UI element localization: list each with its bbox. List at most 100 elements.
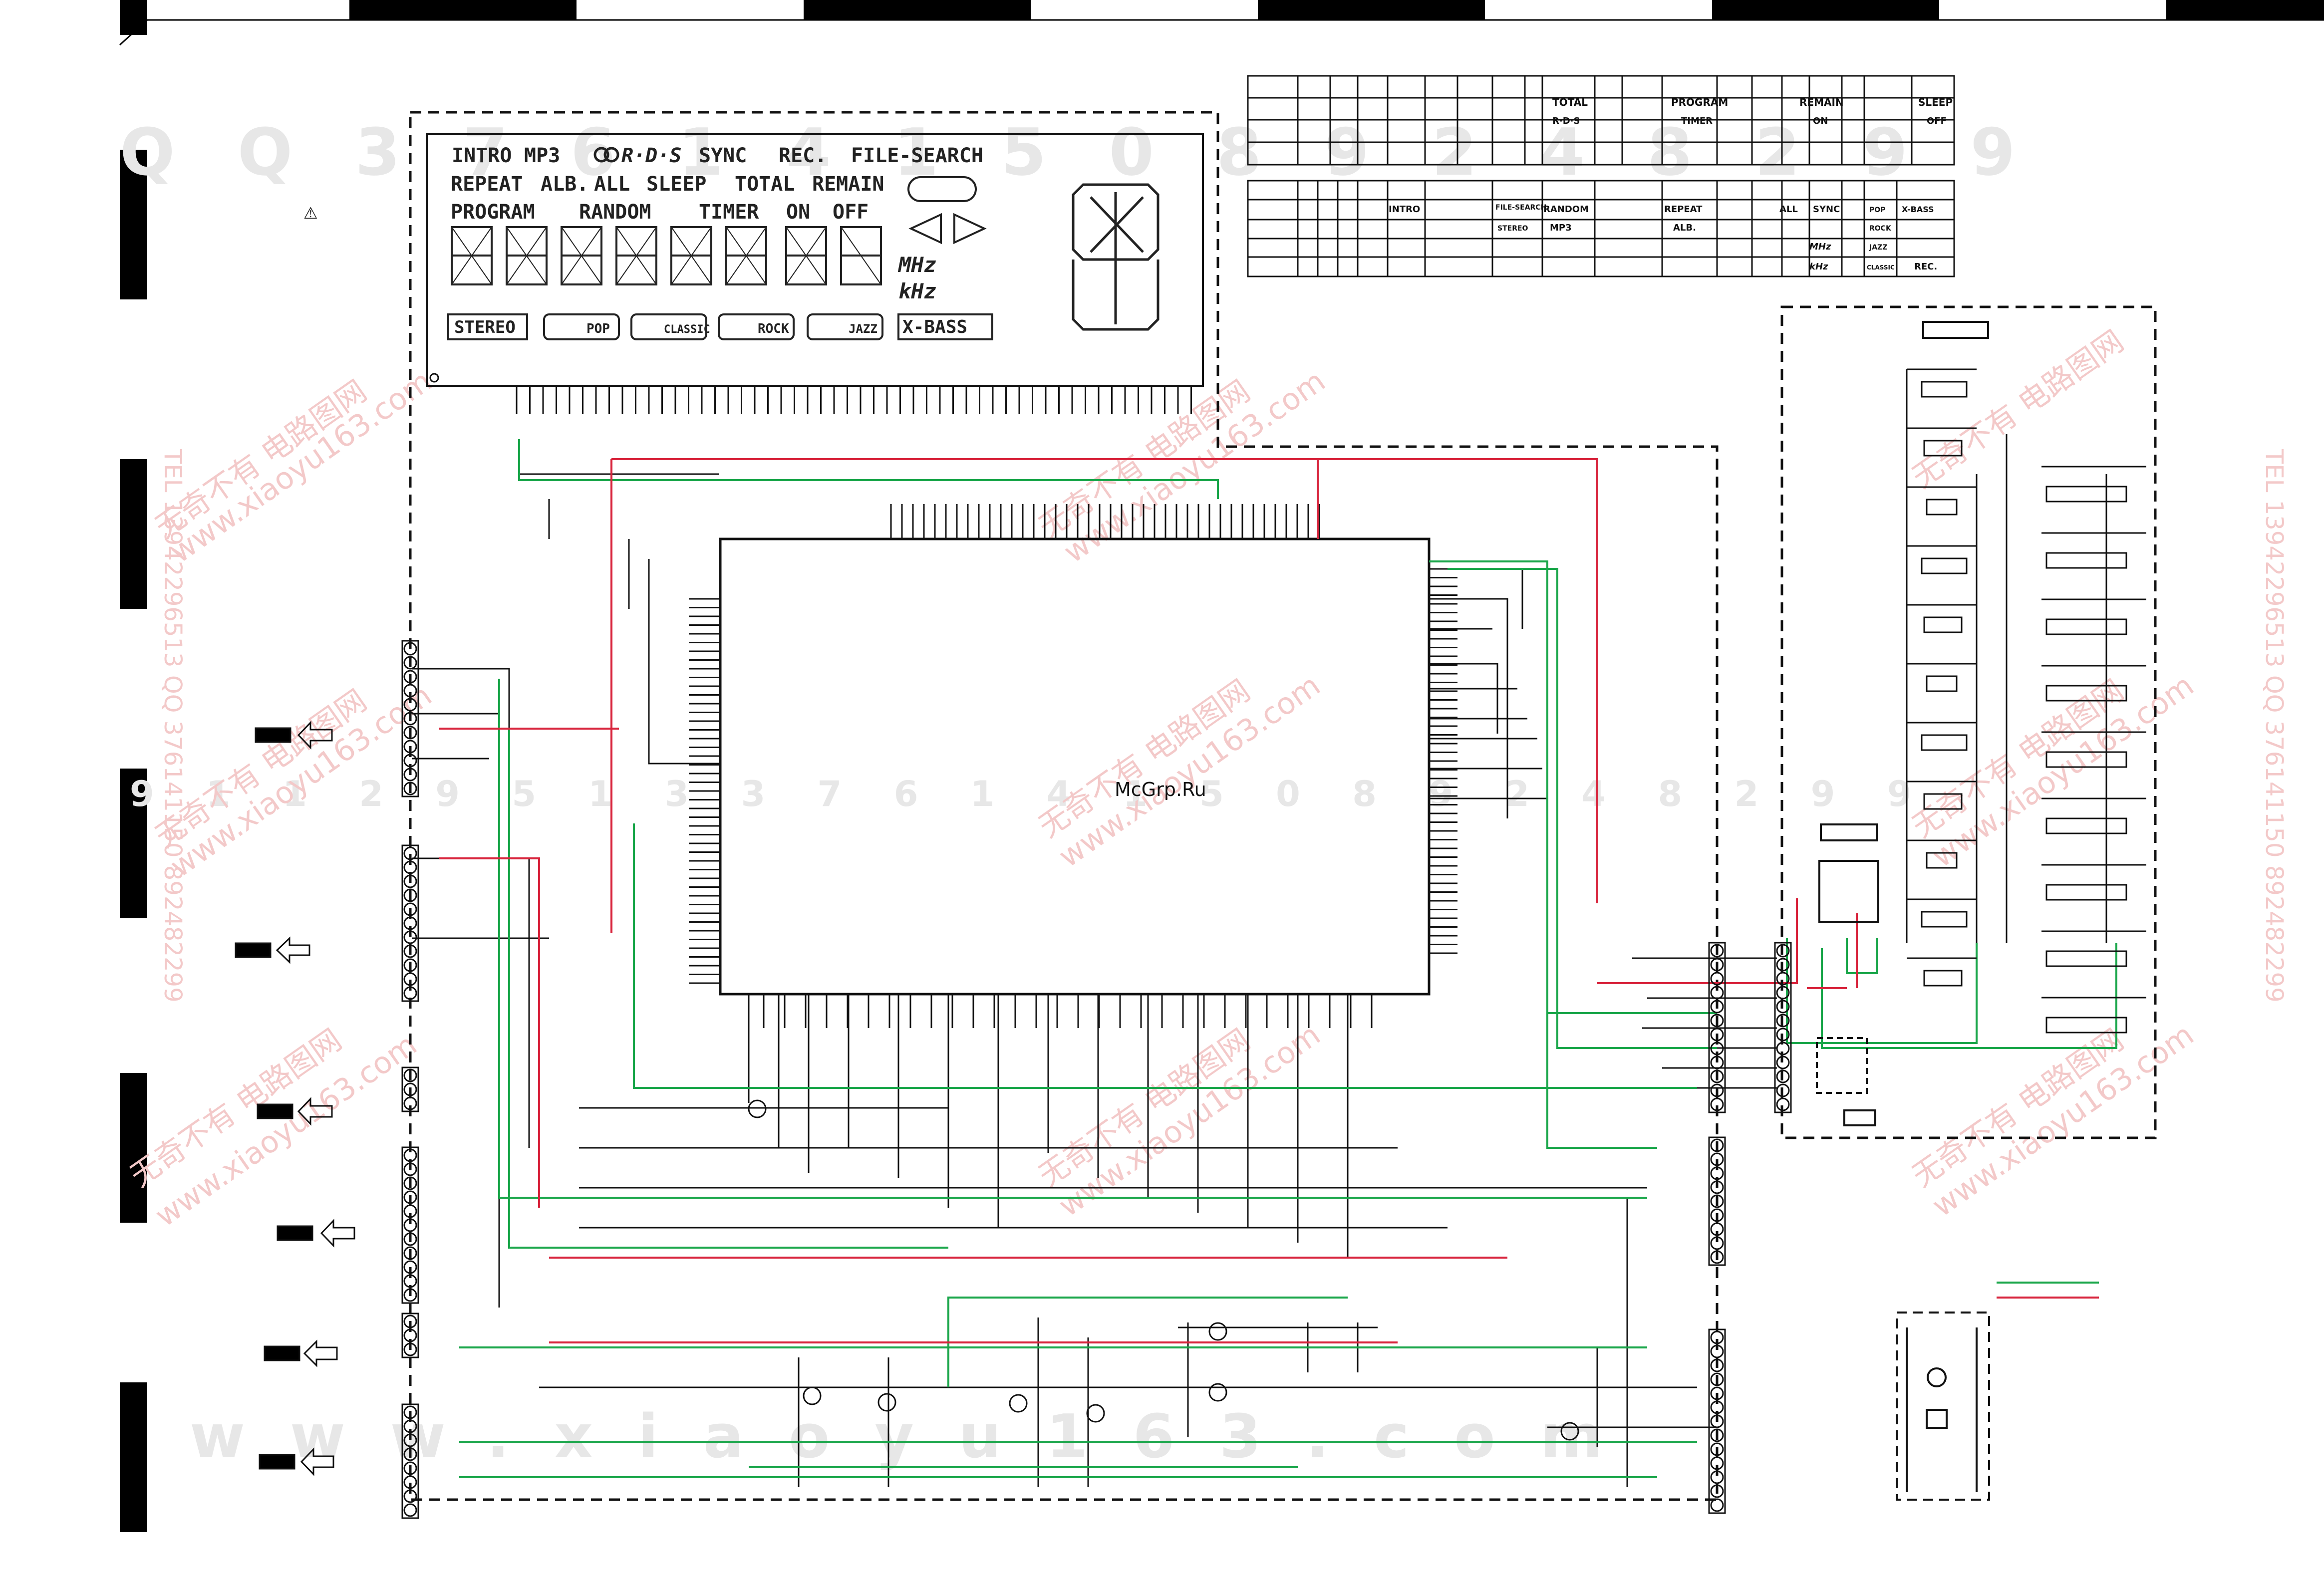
- table-top-sleep: SLEEP: [1918, 96, 1953, 108]
- watermark-cn-14: www.xiaoyu163.com: [1926, 668, 2200, 874]
- lcd-pins: [516, 386, 1192, 414]
- keypad-resistor: [1926, 852, 1958, 869]
- connector-pin: [1710, 1470, 1724, 1484]
- connector-pin: [403, 1405, 417, 1419]
- keypad-resistor: [2045, 618, 2127, 635]
- table-bottom-rec: REC.: [1914, 262, 1937, 272]
- connector-pin: [403, 1082, 417, 1096]
- transistors: [748, 1099, 1579, 1441]
- lcd-rds: R·D·S: [621, 144, 681, 167]
- table-top-total: TOTAL: [1552, 96, 1588, 108]
- connector-pin: [403, 782, 417, 795]
- connector-pin: [403, 1218, 417, 1232]
- connector-pin: [403, 1176, 417, 1190]
- keypad-resistor: [2045, 817, 2127, 834]
- frame-border: [119, 0, 2324, 1580]
- connector-pin: [1776, 1014, 1790, 1028]
- keypad-switches: [1907, 368, 2146, 1034]
- connector-pin: [403, 986, 417, 1000]
- connector-pin: [403, 1190, 417, 1204]
- connector-pin: [1710, 1428, 1724, 1442]
- lcd-intro: INTRO: [452, 144, 512, 167]
- keypad-resistor: [1923, 616, 1963, 633]
- connector-pin: [1776, 1028, 1790, 1042]
- keypad-board-outline: [1780, 305, 2157, 1139]
- connector-block: [1708, 1136, 1726, 1266]
- lcd-sleep: SLEEP: [646, 173, 706, 196]
- connector-pin: [403, 888, 417, 902]
- connector-pin: [1776, 1000, 1790, 1014]
- watermark-cn-2: www.xiaoyu163.com: [164, 363, 438, 570]
- connector-pin: [1710, 1014, 1724, 1028]
- connector-block: [1708, 942, 1726, 1113]
- lcd-total: TOTAL: [735, 173, 795, 196]
- segment-table-bottom: [1247, 180, 1955, 277]
- connector-pin: [403, 1232, 417, 1246]
- connector-pin: [403, 1489, 417, 1503]
- lcd-random: RANDOM: [579, 201, 651, 224]
- watermark-code-mid: 9 1 1 2 9 5 1 3 3 7 6 1 4 1 5 0 8 9 2 4 …: [130, 774, 1931, 814]
- watermark-tel-right: TEL 13942296513 QQ 376141150 892482299: [2260, 449, 2288, 1003]
- table-top-remain: REMAIN: [1799, 96, 1844, 108]
- connector-pin: [1776, 1097, 1790, 1111]
- keypad-resistor: [2045, 486, 2127, 503]
- keypad-resistor: [2045, 552, 2127, 569]
- connector-pin: [403, 846, 417, 860]
- connector-pin: [403, 712, 417, 726]
- connector-pin: [403, 930, 417, 944]
- connector-pin: [1776, 1042, 1790, 1055]
- lcd-rds-logo-icon: [593, 147, 619, 163]
- connector-pin: [1710, 1042, 1724, 1055]
- table-top-rds: R·D·S: [1552, 116, 1580, 126]
- table-bottom-khz: kHz: [1809, 262, 1828, 272]
- connector-pin: [403, 684, 417, 698]
- connector-pin: [403, 642, 417, 656]
- keypad-resistor: [2045, 751, 2127, 768]
- lcd-left-triangle-icon: [908, 213, 942, 245]
- connector-pin: [1710, 1194, 1724, 1208]
- lcd-classic: CLASSIC: [664, 323, 710, 336]
- connector-pin: [1710, 1330, 1724, 1344]
- watermark-cn-17: 无奇不有 电路图网: [1906, 324, 2130, 496]
- connector-pin: [1710, 1138, 1724, 1152]
- connector-pin: [1710, 1180, 1724, 1194]
- connector-pin: [1710, 1386, 1724, 1400]
- lcd-xbass: X-BASS: [902, 317, 967, 337]
- table-bottom-xbass: X-BASS: [1902, 205, 1934, 214]
- keypad-resistor: [2045, 685, 2127, 702]
- connector-pin: [1776, 1055, 1790, 1069]
- lcd-remain: REMAIN: [812, 173, 884, 196]
- red-wires: [439, 458, 2096, 1343]
- table-top-on: ON: [1813, 116, 1828, 126]
- table-top-program: PROGRAM: [1671, 96, 1728, 108]
- connector-pin: [1710, 1414, 1724, 1428]
- connector-pin: [403, 1148, 417, 1162]
- connector-pin: [403, 902, 417, 916]
- connector-pin: [403, 726, 417, 740]
- lcd-mp3: MP3: [524, 144, 560, 167]
- connector-pin: [403, 944, 417, 958]
- watermark-tel-left: TEL 13942296513 QQ 376141150 892482299: [159, 449, 187, 1003]
- connector-pin: [1710, 1208, 1724, 1222]
- keypad-resistor: [1923, 440, 1963, 457]
- connector-pin: [1710, 1250, 1724, 1264]
- connector-pin: [403, 874, 417, 888]
- connector-pin: [403, 1204, 417, 1218]
- connector-pin: [1776, 1069, 1790, 1083]
- connector-pin: [403, 670, 417, 684]
- table-top-timer: TIMER: [1681, 116, 1713, 126]
- connector-pin: [1710, 1083, 1724, 1097]
- connector-pin: [1710, 944, 1724, 958]
- lcd-pop: POP: [586, 321, 610, 336]
- connector-pin: [403, 1162, 417, 1176]
- lcd-mhz: MHz: [897, 253, 936, 277]
- keypad-resistor: [1926, 499, 1958, 516]
- connector-block: [1708, 1328, 1726, 1514]
- table-bottom-jazz: JAZZ: [1869, 244, 1887, 252]
- connector-block: [401, 1066, 419, 1112]
- connector-pin: [1710, 1442, 1724, 1456]
- connector-pin: [1776, 958, 1790, 972]
- connector-pin: [1776, 944, 1790, 958]
- lcd-rec: REC.: [779, 144, 827, 167]
- connector-pin: [1776, 972, 1790, 986]
